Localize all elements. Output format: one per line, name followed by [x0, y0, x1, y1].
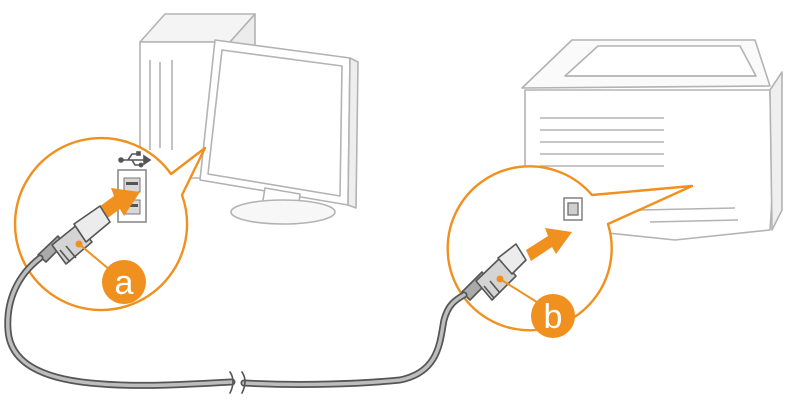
printer-usb-port	[563, 197, 583, 221]
usb-type-b-connector-icon	[461, 243, 527, 301]
leader-line-a	[78, 243, 111, 271]
callout-badge-b	[531, 294, 575, 338]
usb-symbol-icon	[118, 151, 152, 168]
callout-badge-a	[102, 260, 146, 304]
usb-type-a-connector-icon	[37, 205, 111, 265]
callout-label-b: b	[544, 298, 563, 336]
leader-line-b	[499, 278, 541, 305]
arrow-right-icon	[526, 228, 572, 261]
monitor	[199, 39, 359, 225]
callout-bubble-b: b	[446, 165, 694, 338]
callout-label-a: a	[115, 264, 134, 302]
usb-cable	[4, 254, 468, 394]
